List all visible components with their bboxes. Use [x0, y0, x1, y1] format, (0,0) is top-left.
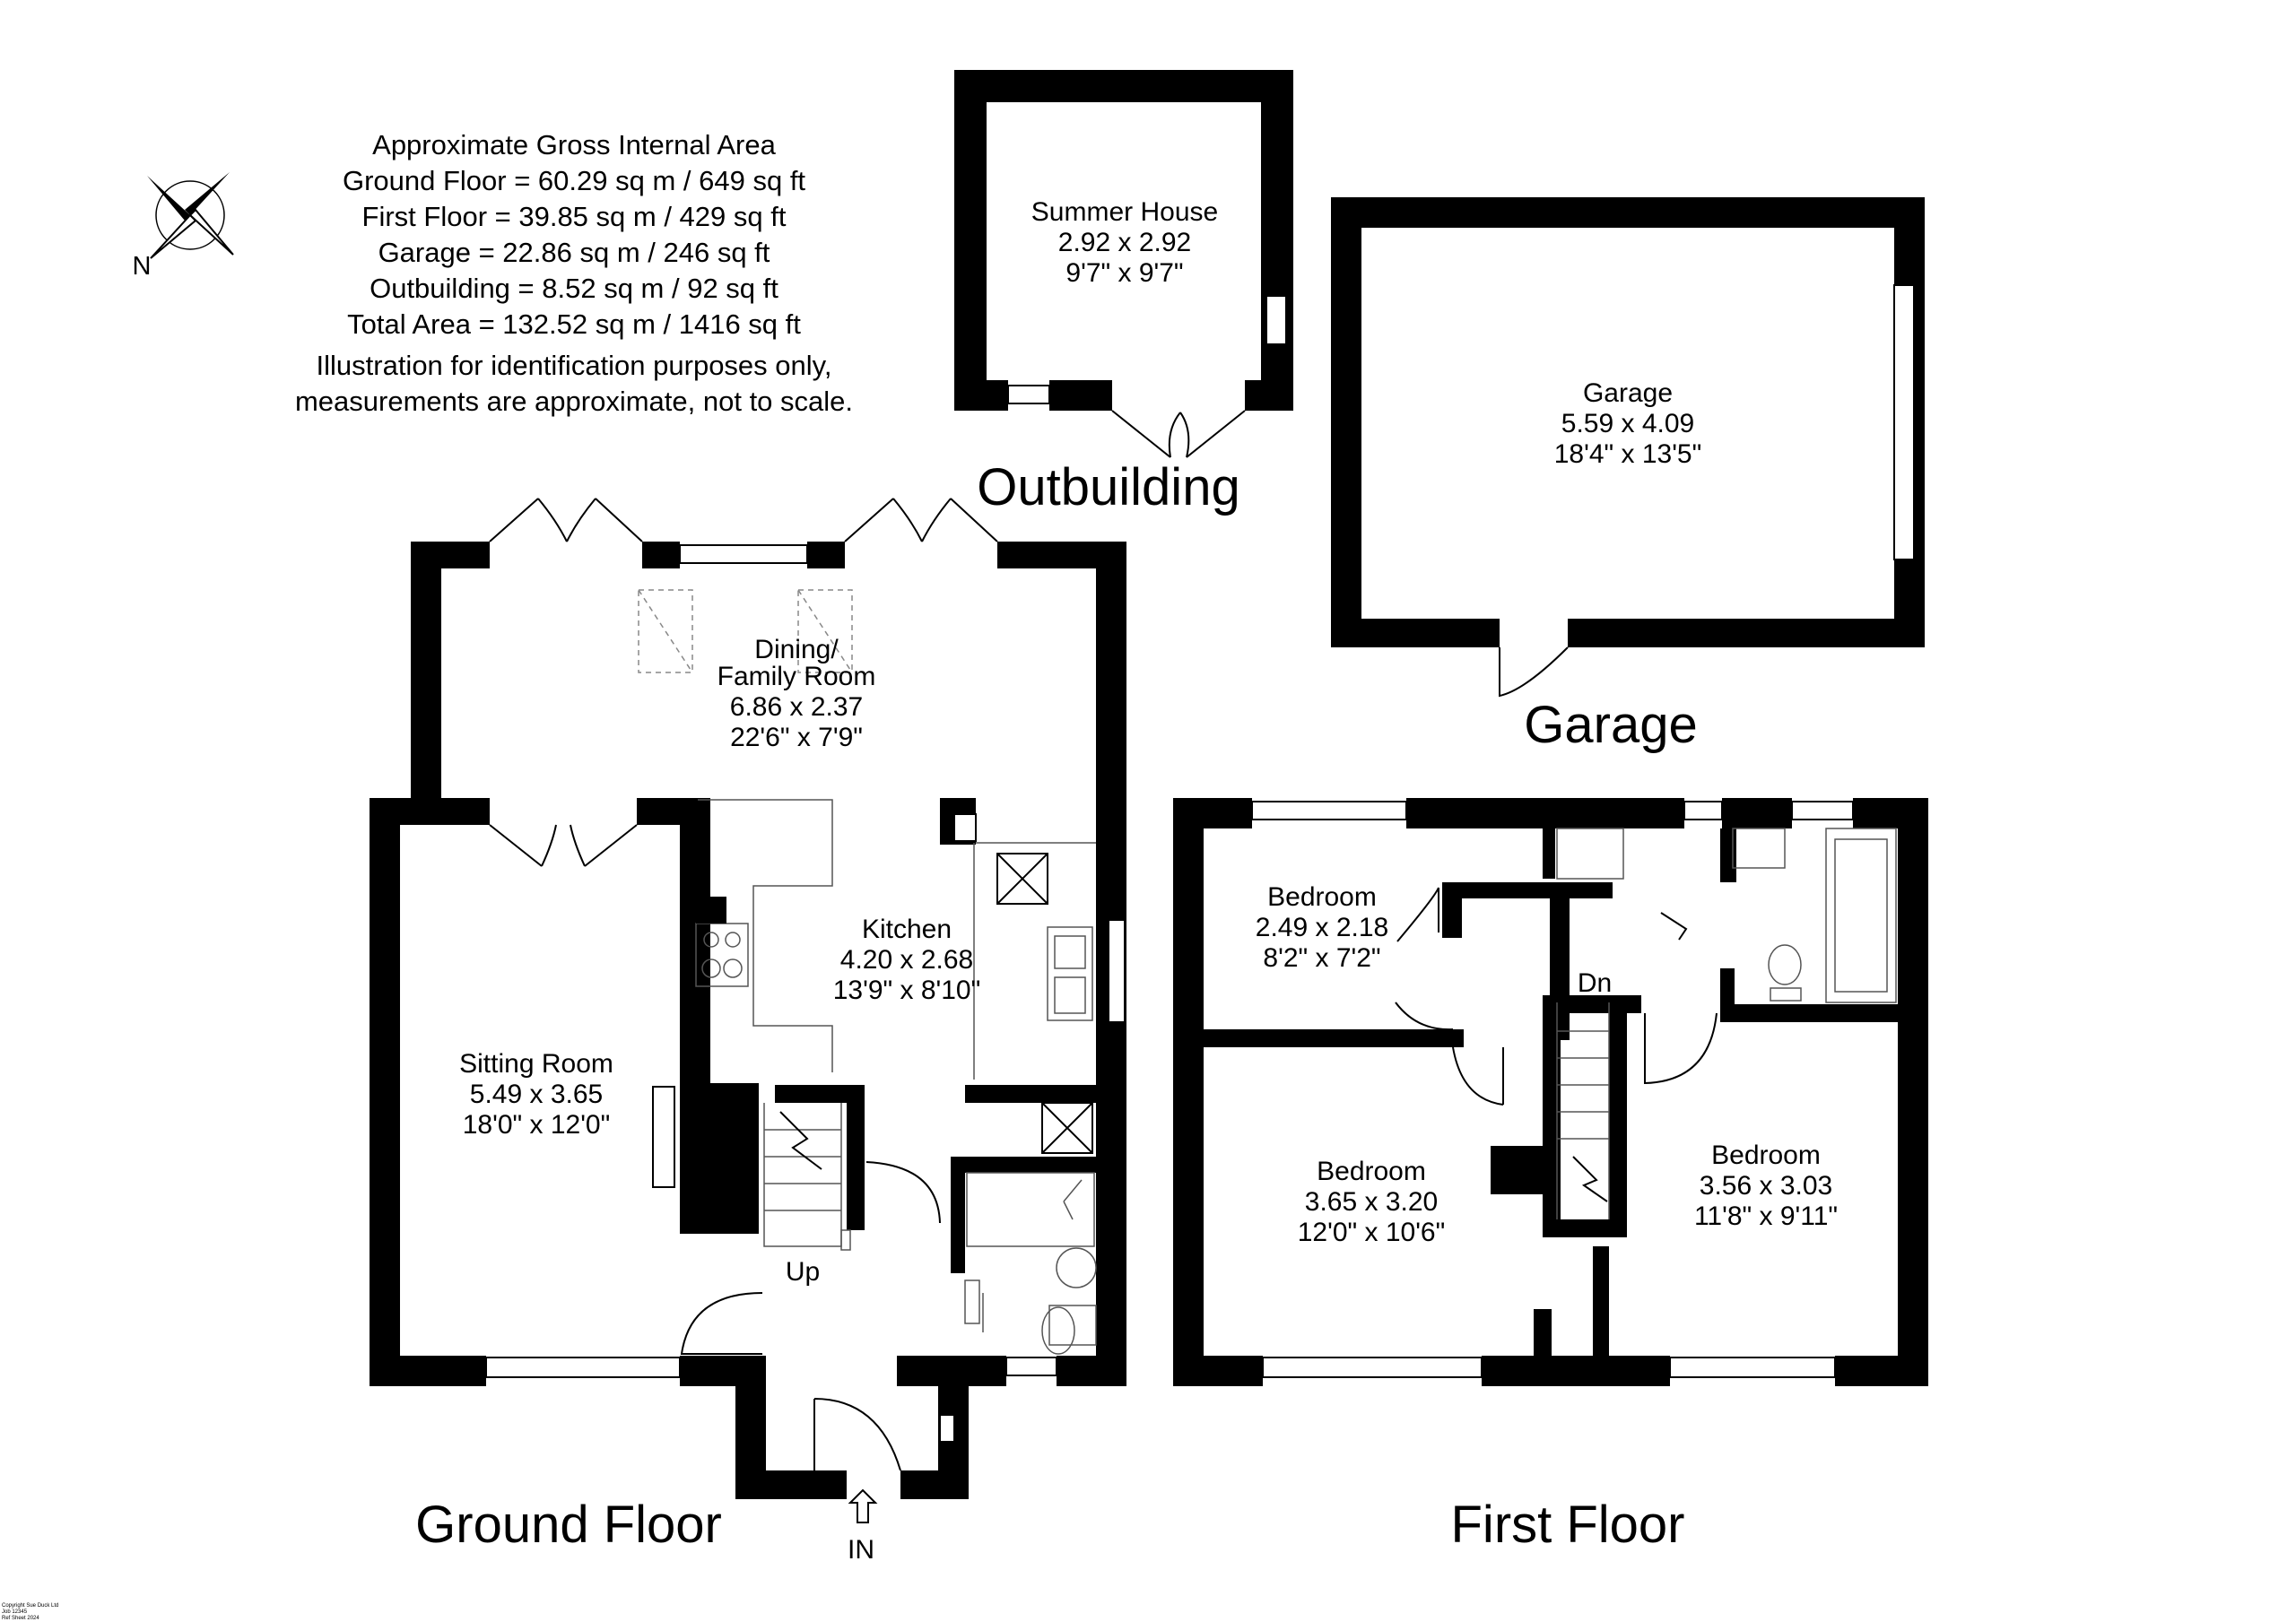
- compass-icon: [147, 172, 234, 259]
- summer-house-name: Summer House: [1031, 197, 1218, 227]
- garage-title: Garage: [1524, 696, 1697, 754]
- bedroom-right-imperial: 11'8" x 9'11": [1694, 1201, 1838, 1231]
- sitting-room-imperial: 18'0" x 12'0": [463, 1110, 611, 1140]
- dining-name-line-1: Dining/: [754, 635, 839, 664]
- summer-house-imperial: 9'7" x 9'7": [1065, 258, 1183, 288]
- kitchen-name: Kitchen: [862, 915, 952, 944]
- sitting-room-metric: 5.49 x 3.65: [470, 1080, 603, 1109]
- summer-house-metric: 2.92 x 2.92: [1058, 228, 1191, 257]
- disclaimer-line-1: Illustration for identification purposes…: [317, 350, 832, 381]
- first-floor-plan: [1173, 798, 1928, 1386]
- bedroom-main-imperial: 12'0" x 10'6": [1298, 1218, 1446, 1247]
- sitting-room-name: Sitting Room: [459, 1049, 613, 1079]
- copyright-line-2: Job 12345: [2, 1609, 28, 1615]
- disclaimer-line-2: measurements are approximate, not to sca…: [295, 386, 853, 417]
- bedroom-small-metric: 2.49 x 2.18: [1256, 913, 1388, 942]
- stairs-down-label: Dn: [1578, 968, 1612, 998]
- summer-house-plan: [954, 70, 1293, 458]
- entrance-label: IN: [848, 1535, 874, 1565]
- dining-imperial: 22'6" x 7'9": [730, 723, 863, 752]
- area-first-floor: First Floor = 39.85 sq m / 429 sq ft: [362, 201, 787, 232]
- stairs-up-label: Up: [786, 1257, 820, 1287]
- compass-north-label: N: [133, 252, 152, 281]
- area-garage: Garage = 22.86 sq m / 246 sq ft: [378, 237, 770, 268]
- area-ground-floor: Ground Floor = 60.29 sq m / 649 sq ft: [343, 165, 805, 196]
- bedroom-right-name: Bedroom: [1711, 1141, 1821, 1170]
- area-total: Total Area = 132.52 sq m / 1416 sq ft: [347, 308, 801, 340]
- outbuilding-title: Outbuilding: [977, 458, 1239, 516]
- copyright-line-1: Copyright Sue Duck Ltd: [2, 1603, 58, 1609]
- bedroom-main-metric: 3.65 x 3.20: [1305, 1187, 1438, 1217]
- first-floor-title: First Floor: [1451, 1496, 1685, 1554]
- kitchen-metric: 4.20 x 2.68: [840, 945, 973, 975]
- area-schedule: Approximate Gross Internal Area Ground F…: [295, 129, 853, 417]
- bedroom-right-metric: 3.56 x 3.03: [1700, 1171, 1832, 1201]
- bedroom-small-imperial: 8'2" x 7'2": [1263, 943, 1380, 973]
- kitchen-imperial: 13'9" x 8'10": [833, 976, 981, 1005]
- dining-metric: 6.86 x 2.37: [730, 692, 863, 722]
- garage-name: Garage: [1583, 378, 1673, 408]
- ground-floor-title: Ground Floor: [415, 1496, 722, 1554]
- area-heading: Approximate Gross Internal Area: [372, 129, 776, 160]
- garage-plan: [1331, 197, 1925, 698]
- area-outbuilding: Outbuilding = 8.52 sq m / 92 sq ft: [370, 273, 778, 304]
- copyright-line-3: Ref Sheet 2024: [2, 1616, 39, 1621]
- dining-name-line-2: Family Room: [718, 662, 876, 691]
- garage-imperial: 18'4" x 13'5": [1554, 439, 1702, 469]
- ground-floor-plan: [370, 498, 1126, 1499]
- bedroom-main-name: Bedroom: [1317, 1157, 1426, 1186]
- garage-metric: 5.59 x 4.09: [1561, 409, 1694, 438]
- bedroom-small-name: Bedroom: [1267, 882, 1377, 912]
- entrance-arrow-icon: [848, 1488, 878, 1523]
